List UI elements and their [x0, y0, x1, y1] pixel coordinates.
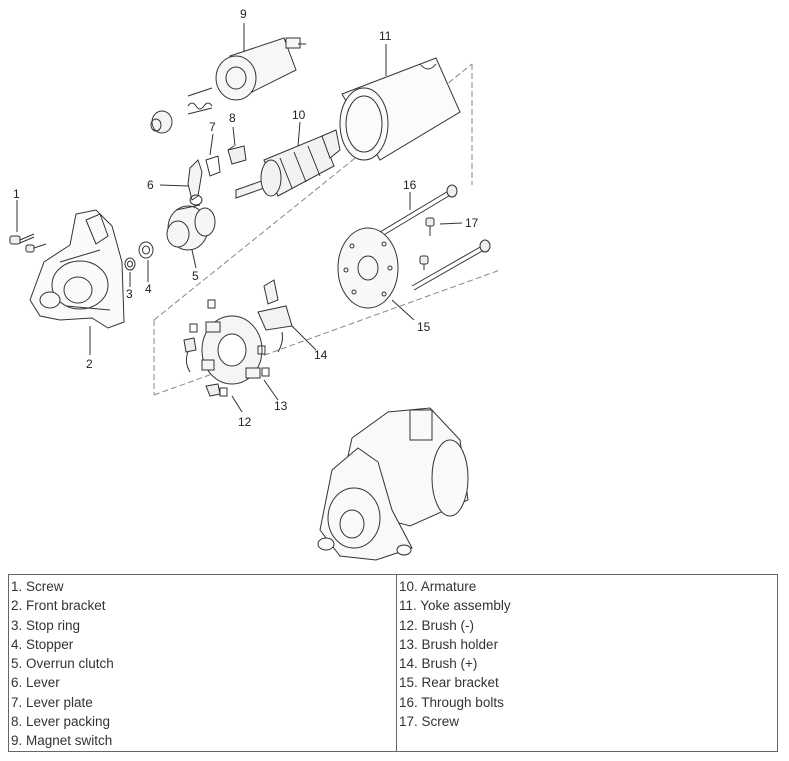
callout-6: 6	[147, 178, 154, 192]
brush-negative-part	[183, 337, 221, 397]
legend-item-4: 4. Stopper	[11, 636, 74, 652]
callout-14: 14	[314, 348, 328, 362]
legend-item-8: 8. Lever packing	[11, 714, 111, 730]
callout-11: 11	[379, 29, 392, 43]
callout-labels: 1 2 3 4 5 6 7 8 9 10 11 12 13 14 15 16 1…	[13, 7, 479, 429]
legend-column-right: 10. Armature 11. Yoke assembly 12. Brush…	[396, 574, 778, 752]
brush-springs-part	[189, 299, 270, 397]
callout-9: 9	[240, 7, 247, 21]
assembled-starter-part	[317, 407, 469, 561]
callout-1: 1	[13, 187, 20, 201]
armature-part	[235, 129, 341, 199]
legend-item-3: 3. Stop ring	[11, 617, 81, 633]
magnet-switch-part	[215, 37, 306, 101]
legend-item-7: 7. Lever plate	[11, 694, 93, 710]
legend-item-1: 1. Screw	[11, 579, 64, 594]
callout-7: 7	[209, 120, 216, 134]
brush-holder-part	[201, 315, 263, 385]
callout-10: 10	[292, 108, 306, 122]
callout-4: 4	[145, 282, 152, 296]
lever-packing-part	[227, 145, 247, 165]
leader-lines	[16, 23, 463, 413]
front-bracket-part	[29, 209, 125, 329]
legend-item-15: 15. Rear bracket	[399, 675, 499, 691]
callout-12: 12	[238, 415, 252, 429]
legend-item-17: 17. Screw	[399, 714, 460, 730]
callout-15: 15	[417, 320, 431, 334]
screw-1-part	[9, 233, 47, 253]
overrun-clutch-part	[166, 204, 216, 251]
callout-17: 17	[465, 216, 479, 230]
parts-legend-table: 1. Screw 2. Front bracket 3. Stop ring 4…	[8, 574, 778, 752]
callout-8: 8	[229, 111, 236, 125]
callout-3: 3	[126, 287, 133, 301]
plunger-spring-part	[150, 87, 213, 134]
legend-item-5: 5. Overrun clutch	[11, 656, 114, 672]
legend-item-13: 13. Brush holder	[399, 636, 499, 652]
through-bolts-part	[379, 184, 491, 291]
legend-item-16: 16. Through bolts	[399, 694, 504, 710]
alignment-frame	[153, 63, 501, 396]
lever-plate-part	[205, 155, 221, 177]
stop-ring-part	[124, 257, 136, 271]
legend-column-left: 1. Screw 2. Front bracket 3. Stop ring 4…	[8, 574, 397, 752]
rear-bracket-part	[337, 227, 399, 309]
legend-item-12: 12. Brush (-)	[399, 617, 475, 633]
legend-item-6: 6. Lever	[11, 675, 60, 691]
screw-17-part	[419, 217, 435, 270]
legend-item-14: 14. Brush (+)	[399, 656, 478, 672]
callout-2: 2	[86, 357, 93, 371]
legend-item-10: 10. Armature	[399, 579, 477, 594]
brush-positive-part	[257, 279, 293, 353]
legend-item-9: 9. Magnet switch	[11, 733, 113, 749]
legend-item-11: 11. Yoke assembly	[399, 598, 511, 614]
lever-part	[187, 159, 203, 206]
callout-16: 16	[403, 178, 417, 192]
callout-5: 5	[192, 269, 199, 283]
starter-exploded-diagram: 1 2 3 4 5 6 7 8 9 10 11 12 13 14 15 16 1…	[9, 7, 501, 561]
stopper-part	[138, 241, 154, 259]
legend-item-2: 2. Front bracket	[11, 598, 106, 614]
yoke-assembly-part	[339, 57, 461, 161]
callout-13: 13	[274, 399, 288, 413]
